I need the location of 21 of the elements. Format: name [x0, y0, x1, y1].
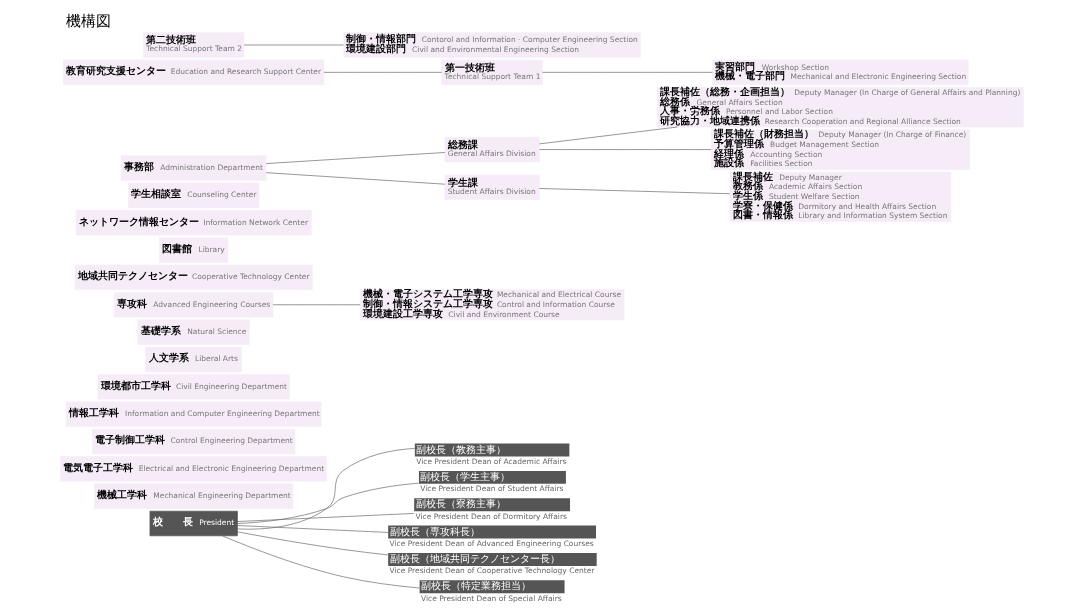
- connector: [265, 152, 445, 164]
- connector: [272, 304, 360, 306]
- connector: [538, 188, 730, 195]
- connector: [538, 149, 711, 150]
- node-box: 副校長（教務主事）: [414, 443, 569, 457]
- diagram-title: 機構図: [65, 11, 111, 30]
- node-box-text: 副校長（地域共同テクノセンター長）: [387, 552, 597, 566]
- connector: [236, 525, 388, 533]
- node-box-text: 副校長（専攻科長）: [387, 525, 596, 539]
- node-box: 副校長（学生主事）: [418, 470, 566, 484]
- connector: [236, 531, 388, 556]
- node-box: 副校長（寮務主事）: [413, 498, 570, 512]
- connector: [323, 72, 442, 73]
- connector: [221, 535, 420, 589]
- connector: [236, 513, 414, 522]
- connector: [538, 126, 678, 145]
- connector: [265, 172, 445, 185]
- connector: [236, 448, 415, 530]
- connector: [541, 72, 713, 73]
- node-box: 副校長（特定業務担当）: [419, 580, 565, 594]
- connector: [236, 482, 419, 524]
